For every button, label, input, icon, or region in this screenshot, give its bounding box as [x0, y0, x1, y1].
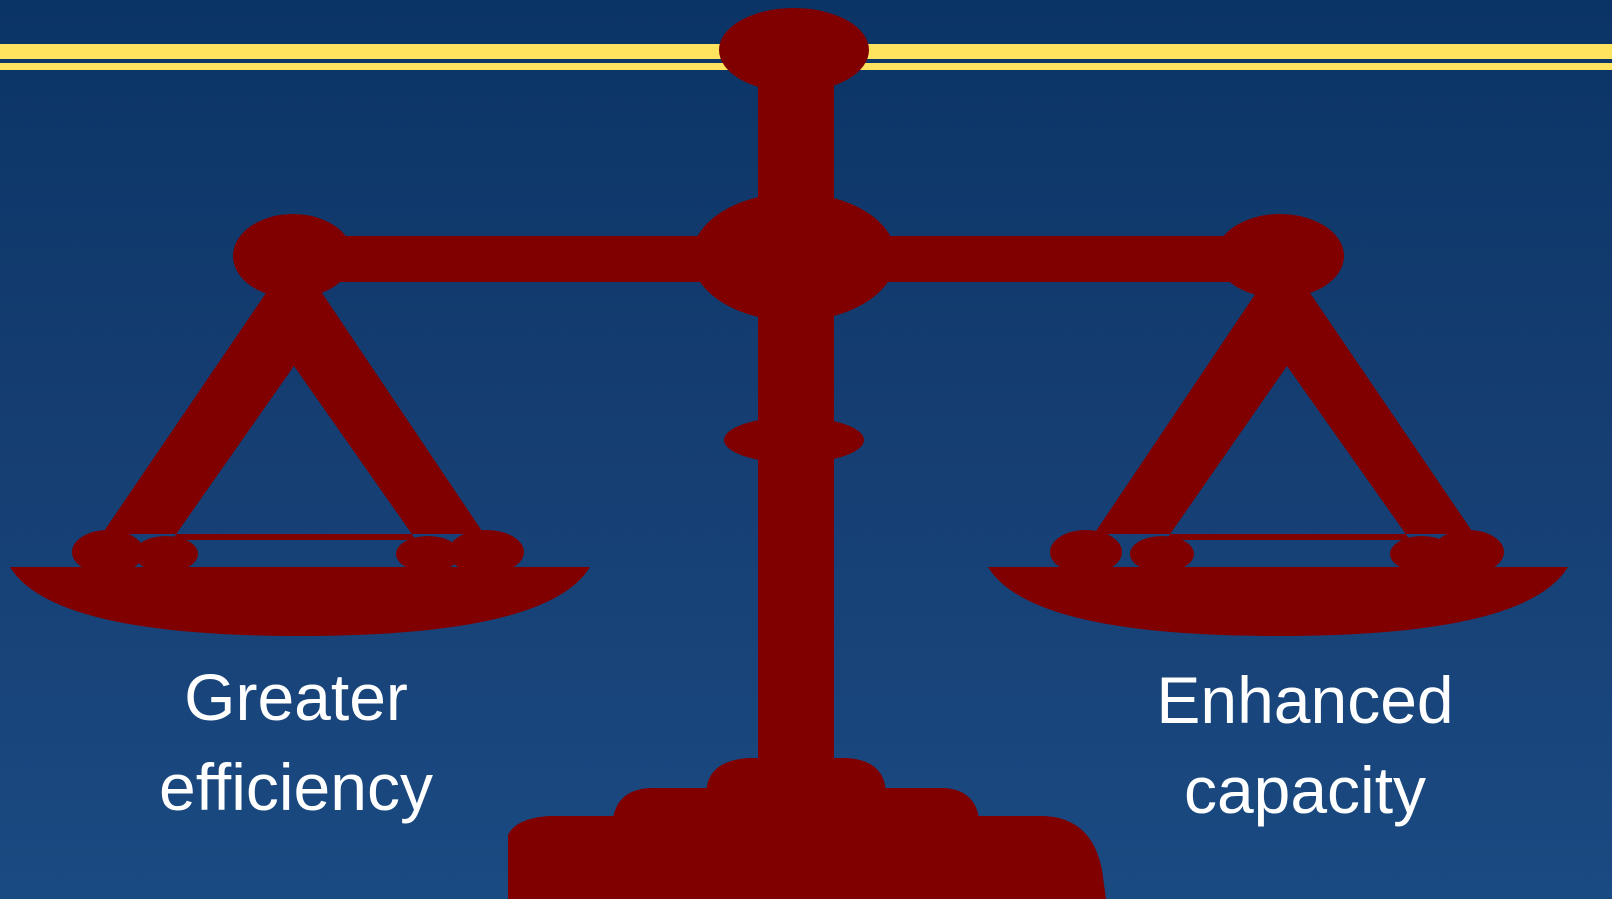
left-pan-label: Greater efficiency: [120, 652, 472, 832]
scale-top-finial: [719, 8, 869, 92]
right-label-line1: Enhanced: [1156, 663, 1454, 737]
scale-left-hanger: [102, 290, 484, 540]
scale-right-hanger: [1094, 290, 1474, 540]
scale-left-bump-d: [448, 530, 524, 574]
scale-hub: [692, 193, 896, 321]
scale-collar: [724, 417, 864, 463]
scale-right-bump-d: [1432, 530, 1504, 574]
scale-shape: [10, 8, 1568, 899]
scale-left-knob: [233, 214, 353, 298]
scale-right-pan: [988, 567, 1568, 636]
right-label-line2: capacity: [1183, 753, 1427, 827]
left-label-line2: efficiency: [159, 750, 433, 824]
scale-left-bump-b: [134, 536, 198, 572]
left-label-line1: Greater: [184, 660, 408, 734]
scale-left-bump-a: [72, 530, 144, 574]
scale-left-bump-c: [396, 536, 460, 572]
scale-base-bottom: [508, 816, 1106, 899]
scale-left-pan: [10, 567, 590, 636]
scale-right-knob: [1216, 214, 1344, 298]
right-pan-label: Enhanced capacity: [1125, 655, 1485, 835]
scale-base-top: [706, 758, 886, 795]
scale-right-bump-b: [1130, 536, 1194, 572]
scale-right-bump-a: [1050, 530, 1122, 574]
